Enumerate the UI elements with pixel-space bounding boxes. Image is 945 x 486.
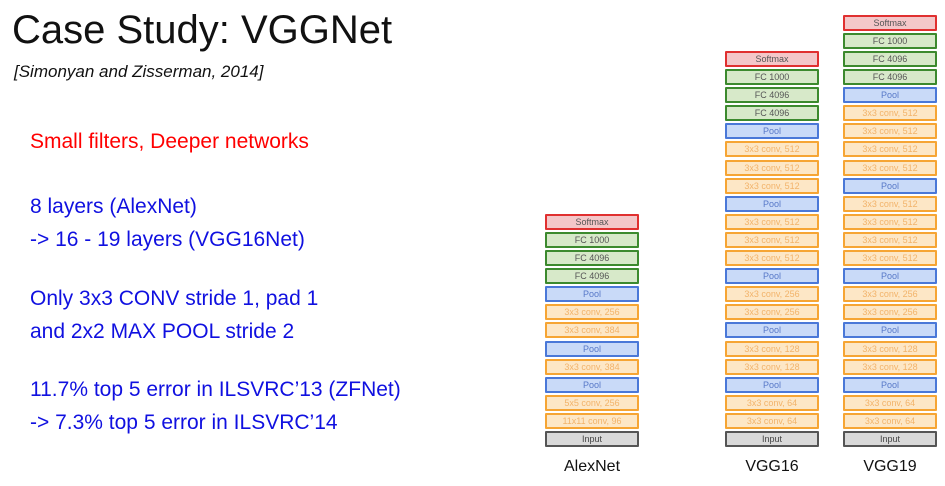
slide-title: Case Study: VGGNet [12,8,393,52]
alexnet-layer-fc: FC 1000 [545,231,639,248]
vgg16-layer-softmax: Softmax [725,50,819,67]
vgg16-label: VGG16 [745,458,799,475]
vgg19-layer-conv: 3x3 conv, 256 [843,304,937,321]
vgg19-layer-pool: Pool [843,87,937,104]
vgg16-layer-conv: 3x3 conv, 256 [725,304,819,321]
vgg19-layer-fc: FC 1000 [843,32,937,49]
vgg19-layer-fc: FC 4096 [843,69,937,85]
vgg-layers-line: -> 16 - 19 layers (VGG16Net) [30,228,305,251]
vgg16-layer-pool: Pool [725,322,819,339]
vgg19-layer-conv: 3x3 conv, 512 [843,123,937,140]
vgg19-layer-conv: 3x3 conv, 512 [843,105,937,122]
alexnet-layer-fc: FC 4096 [545,268,639,285]
vgg16-layer-conv: 3x3 conv, 512 [725,141,819,158]
vgg19-layer-conv: 3x3 conv, 512 [843,213,937,230]
vgg19-layer-input: Input [843,431,937,447]
citation: [Simonyan and Zisserman, 2014] [14,62,264,81]
alexnet-layers-line: 8 layers (AlexNet) [30,195,197,218]
alexnet-layer-softmax: Softmax [545,213,639,230]
vgg-error-line: -> 7.3% top 5 error in ILSVRC’14 [30,411,338,434]
vgg16-layer-conv: 3x3 conv, 128 [725,358,819,375]
alexnet-layer-conv: 3x3 conv, 384 [545,322,639,339]
vgg19-layer-softmax: Softmax [843,14,937,31]
vgg16-layer-conv: 3x3 conv, 64 [725,394,819,411]
vgg19-layer-conv: 3x3 conv, 128 [843,340,937,357]
vgg19-layer-fc: FC 4096 [843,50,937,67]
alexnet-label: AlexNet [563,458,621,475]
alexnet-layer-fc: FC 4096 [545,250,639,266]
vgg16-layer-pool: Pool [725,195,819,212]
vgg19-label: VGG19 [863,458,917,475]
vgg16-layer-input: Input [725,431,819,447]
vgg19-layer-conv: 3x3 conv, 512 [843,141,937,158]
vgg19-layer-pool: Pool [843,177,937,194]
highlight-line: Small filters, Deeper networks [30,130,309,153]
vgg16-layer-conv: 3x3 conv, 512 [725,231,819,248]
vgg16-layer-fc: FC 4096 [725,87,819,104]
alexnet-layer-pool: Pool [545,286,639,303]
vgg16-layer-conv: 3x3 conv, 512 [725,250,819,266]
pool-config-line: and 2x2 MAX POOL stride 2 [30,320,295,343]
vgg19-layer-conv: 3x3 conv, 256 [843,286,937,303]
vgg16-layer-fc: FC 4096 [725,105,819,122]
alexnet-layer-conv: 3x3 conv, 384 [545,358,639,375]
conv-config-line: Only 3x3 CONV stride 1, pad 1 [30,287,319,310]
vgg19-layer-conv: 3x3 conv, 64 [843,394,937,411]
alexnet-layer-conv: 3x3 conv, 256 [545,304,639,321]
vgg16-layer-conv: 3x3 conv, 512 [725,159,819,176]
alexnet-layer-pool: Pool [545,376,639,393]
alexnet-layer-pool: Pool [545,340,639,357]
vgg16-layer-conv: 3x3 conv, 64 [725,412,819,429]
vgg19-layer-conv: 3x3 conv, 512 [843,159,937,176]
vgg19-layer-pool: Pool [843,268,937,285]
vgg19-layer-pool: Pool [843,322,937,339]
alexnet-layer-conv: 11x11 conv, 96 [545,412,639,429]
vgg16-layer-fc: FC 1000 [725,69,819,85]
vgg19-layer-pool: Pool [843,376,937,393]
vgg16-layer-conv: 3x3 conv, 512 [725,177,819,194]
vgg19-layer-conv: 3x3 conv, 64 [843,412,937,429]
vgg19-layer-conv: 3x3 conv, 512 [843,250,937,266]
alexnet-layer-input: Input [545,431,639,447]
zfnet-error-line: 11.7% top 5 error in ILSVRC’13 (ZFNet) [30,378,401,401]
vgg16-layer-conv: 3x3 conv, 512 [725,213,819,230]
vgg19-layer-conv: 3x3 conv, 512 [843,195,937,212]
vgg19-layer-conv: 3x3 conv, 512 [843,231,937,248]
vgg16-layer-conv: 3x3 conv, 128 [725,340,819,357]
vgg19-layer-conv: 3x3 conv, 128 [843,358,937,375]
alexnet-layer-conv: 5x5 conv, 256 [545,394,639,411]
vgg16-layer-pool: Pool [725,376,819,393]
vgg16-layer-pool: Pool [725,268,819,285]
vgg16-layer-conv: 3x3 conv, 256 [725,286,819,303]
vgg16-layer-pool: Pool [725,123,819,140]
